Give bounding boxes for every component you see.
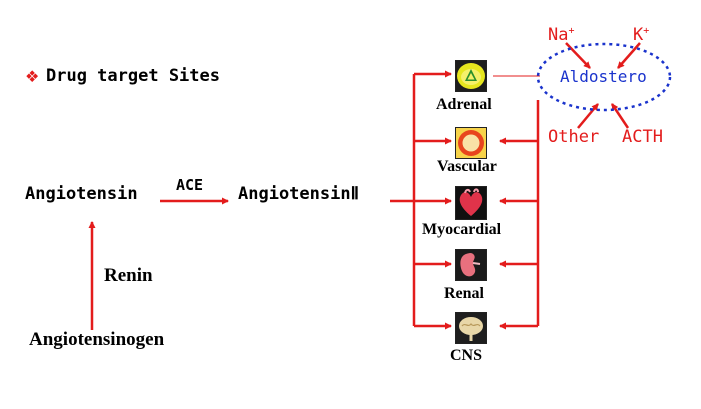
target-label-adrenal: Adrenal bbox=[436, 96, 492, 113]
slide-title: Drug target Sites bbox=[46, 66, 220, 86]
diamond-bullet-icon: ❖ bbox=[25, 67, 40, 86]
aldosterone-ellipse bbox=[536, 42, 672, 112]
arrow-k bbox=[617, 42, 641, 69]
renin-label: Renin bbox=[104, 265, 153, 286]
na-label: Na+ bbox=[548, 25, 575, 45]
arrow-acth bbox=[610, 103, 630, 129]
arrow-na bbox=[565, 42, 591, 69]
target-label-renal: Renal bbox=[444, 285, 484, 302]
target-label-myocardial: Myocardial bbox=[422, 221, 502, 238]
ace-label: ACE bbox=[176, 176, 204, 194]
acth-label: ACTH bbox=[622, 127, 663, 147]
angiotensin-label: Angiotensin bbox=[25, 184, 138, 204]
target-label-vascular: Vascular bbox=[437, 158, 497, 175]
arrow-other bbox=[577, 103, 599, 129]
aldosterone-label: Aldostero bbox=[560, 67, 647, 86]
angiotensinogen-label: Angiotensinogen bbox=[29, 329, 165, 350]
kidney-icon bbox=[455, 249, 487, 281]
brain-icon bbox=[455, 312, 487, 344]
target-label-cns: CNS bbox=[450, 347, 483, 364]
other-label: Other bbox=[548, 127, 600, 147]
k-label: K+ bbox=[633, 25, 650, 45]
heart-icon bbox=[455, 186, 487, 220]
angiotensin-ii-label: AngiotensinⅡ bbox=[238, 184, 359, 204]
adrenal-icon bbox=[455, 60, 487, 92]
vascular-icon bbox=[455, 127, 487, 159]
